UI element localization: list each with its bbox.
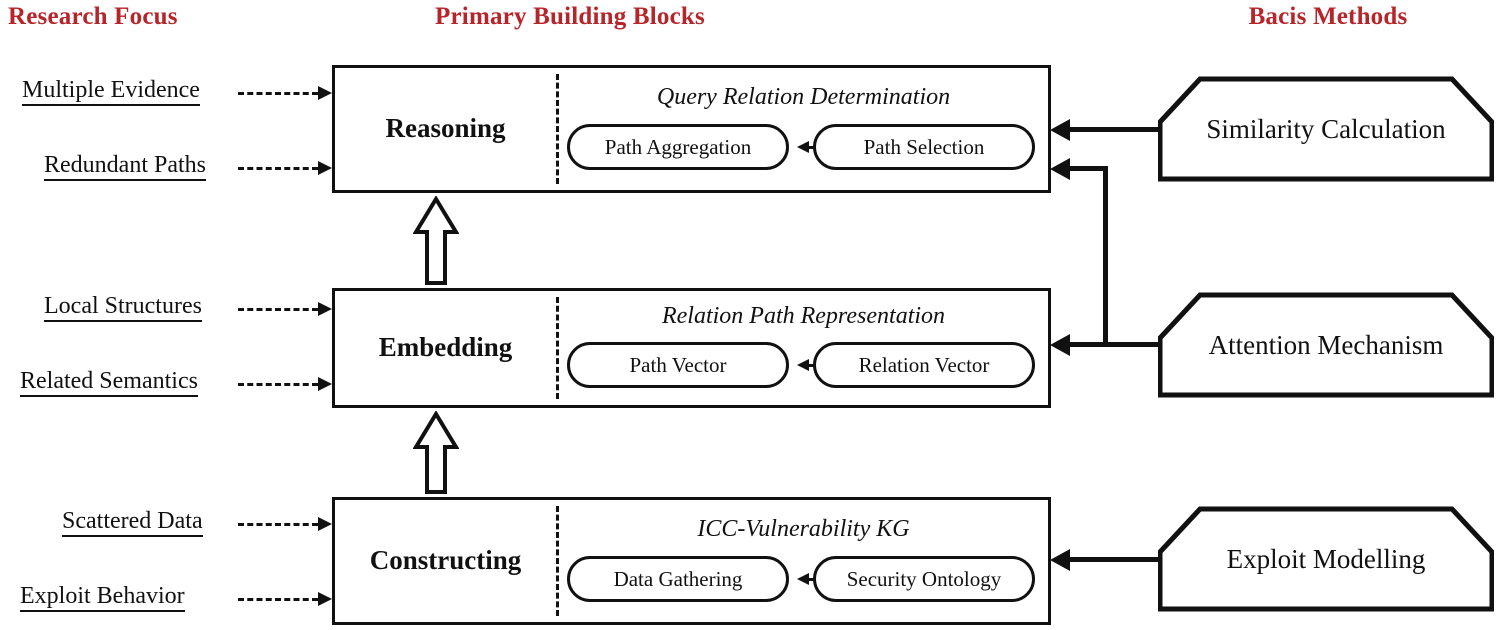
column-heading-bacis-methods: Bacis Methods (1248, 3, 1408, 30)
stage-box-embedding[interactable]: Embedding Relation Path Representation P… (332, 288, 1051, 408)
focus-label-redundant-paths: Redundant Paths (44, 152, 206, 182)
block-path-selection[interactable]: Path Selection (813, 124, 1035, 170)
block-security-ontology[interactable]: Security Ontology (813, 556, 1035, 602)
dashed-arrow-exploit-behavior (238, 592, 332, 606)
stage-title-embedding: Embedding (378, 332, 513, 362)
block-path-aggregation[interactable]: Path Aggregation (567, 124, 789, 170)
method-banner-similarity-calculation[interactable]: Similarity Calculation (1158, 76, 1494, 182)
stage-divider-reasoning (556, 74, 559, 184)
method-banner-exploit-modelling[interactable]: Exploit Modelling (1158, 506, 1494, 612)
up-arrow-embedding-to-reasoning (412, 195, 460, 286)
stage-divider-constructing (556, 506, 559, 616)
stage-subtitle-relation-path-representation: Relation Path Representation (661, 303, 946, 329)
method-label-exploit-modelling: Exploit Modelling (1226, 544, 1426, 574)
focus-label-exploit-behavior: Exploit Behavior (20, 583, 185, 613)
focus-label-related-semantics: Related Semantics (20, 368, 198, 398)
block-relation-vector[interactable]: Relation Vector (813, 342, 1035, 388)
focus-label-multiple-evidence: Multiple Evidence (22, 77, 200, 107)
focus-label-scattered-data: Scattered Data (62, 508, 203, 538)
stage-title-constructing: Constructing (369, 545, 522, 575)
focus-label-local-structures: Local Structures (44, 293, 202, 323)
block-data-gathering[interactable]: Data Gathering (567, 556, 789, 602)
dashed-arrow-local-structures (238, 302, 332, 316)
column-heading-primary-building-blocks: Primary Building Blocks (435, 3, 705, 30)
method-banner-attention-mechanism[interactable]: Attention Mechanism (1158, 292, 1494, 398)
block-path-vector[interactable]: Path Vector (567, 342, 789, 388)
up-arrow-constructing-to-embedding (412, 410, 460, 495)
stage-subtitle-icc-vulnerability-kg: ICC-Vulnerability KG (697, 516, 910, 542)
stage-box-constructing[interactable]: Constructing ICC-Vulnerability KG Data G… (332, 497, 1051, 625)
stage-title-reasoning: Reasoning (385, 113, 506, 143)
stage-divider-embedding (556, 297, 559, 399)
dashed-arrow-scattered-data (238, 517, 332, 531)
stage-subtitle-query-relation-determination: Query Relation Determination (656, 84, 951, 110)
method-label-attention-mechanism: Attention Mechanism (1208, 330, 1444, 360)
stage-box-reasoning[interactable]: Reasoning Query Relation Determination P… (332, 65, 1051, 193)
column-heading-research-focus: Research Focus (8, 3, 178, 30)
dashed-arrow-multiple-evidence (238, 86, 332, 100)
dashed-arrow-related-semantics (238, 377, 332, 391)
dashed-arrow-redundant-paths (238, 161, 332, 175)
method-label-similarity-calculation: Similarity Calculation (1206, 114, 1446, 144)
